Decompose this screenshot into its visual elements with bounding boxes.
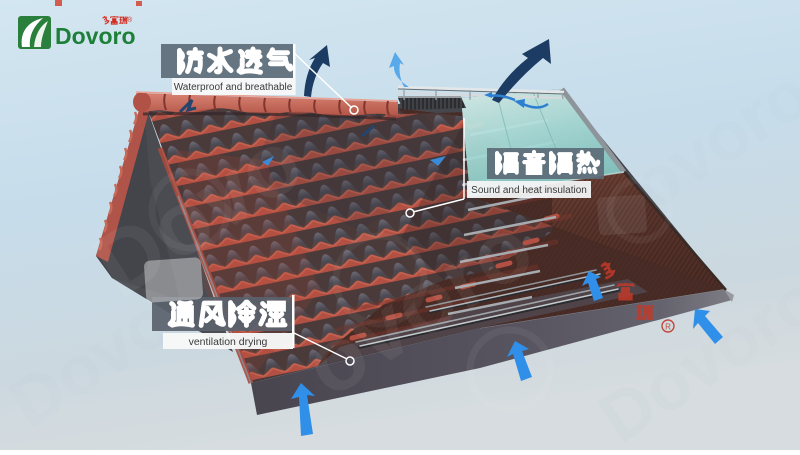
svg-text:ventilation drying: ventilation drying xyxy=(189,336,268,348)
svg-text:R: R xyxy=(665,323,671,332)
svg-text:Dovoro: Dovoro xyxy=(55,23,136,49)
svg-text:Sound and heat insulation: Sound and heat insulation xyxy=(471,185,587,196)
svg-text:®: ® xyxy=(127,16,133,24)
svg-text:Waterproof and breathable: Waterproof and breathable xyxy=(174,82,293,93)
